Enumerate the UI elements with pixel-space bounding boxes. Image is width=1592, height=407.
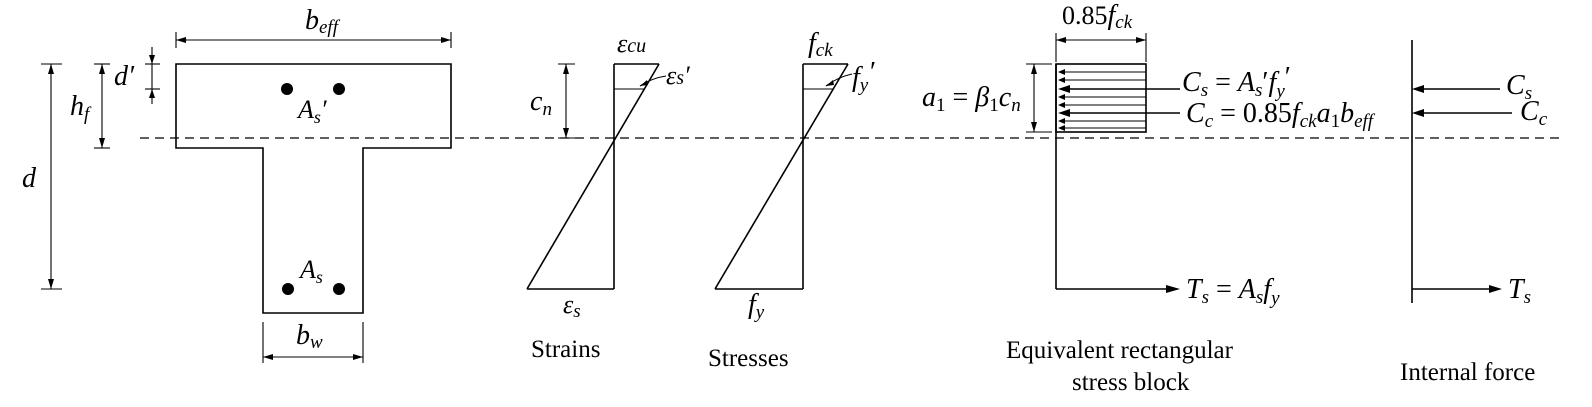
label-As-prime: As′ bbox=[296, 95, 327, 127]
label-fy: fy bbox=[748, 289, 765, 323]
caption-stresses: Stresses bbox=[708, 345, 789, 372]
strain-distribution bbox=[526, 63, 660, 290]
stress-distribution bbox=[714, 63, 849, 290]
label-eps-s-prime: εs′ bbox=[666, 61, 690, 90]
label-hf: hf bbox=[70, 91, 92, 125]
caption-stress-block-1: Equivalent rectangular bbox=[1006, 337, 1234, 364]
strain-diagram bbox=[526, 63, 667, 290]
label-d: d bbox=[22, 163, 37, 194]
label-As: As bbox=[298, 255, 323, 287]
label-bw: bw bbox=[296, 320, 323, 353]
label-eps-s: εs bbox=[563, 290, 581, 322]
label-Cs-eq: Cs = As′fy′ bbox=[1182, 62, 1291, 102]
label-Cc-eq: Cc = 0.85fcka1beff bbox=[1186, 98, 1376, 132]
cs-arrowhead bbox=[1058, 85, 1070, 93]
label-a1: a1 = β1cn bbox=[922, 82, 1021, 116]
tension-bar bbox=[333, 283, 345, 295]
t-section-outline bbox=[175, 63, 452, 314]
internal-cs-arrowhead bbox=[1412, 85, 1424, 93]
label-internal-Ts: Ts bbox=[1508, 274, 1531, 308]
bw-arrow bbox=[263, 354, 363, 360]
label-cn: cn bbox=[530, 86, 552, 120]
tension-bar bbox=[282, 283, 294, 295]
t-section bbox=[41, 32, 452, 363]
dprime-arrow bbox=[149, 55, 155, 98]
internal-ts-arrowhead bbox=[1489, 285, 1502, 293]
stress-diagram bbox=[714, 63, 853, 290]
hf-arrow bbox=[99, 64, 105, 148]
stress-block bbox=[1026, 33, 1180, 293]
compression-bar bbox=[333, 83, 345, 95]
caption-stress-block-2: stress block bbox=[1072, 369, 1190, 396]
caption-strains: Strains bbox=[531, 336, 600, 363]
fy-prime-arrow bbox=[826, 80, 834, 86]
label-dprime: d′ bbox=[114, 61, 135, 92]
label-fy-prime: fy′ bbox=[852, 57, 875, 96]
label-internal-Cc: Cc bbox=[1520, 96, 1548, 130]
ts-arrowhead bbox=[1166, 285, 1180, 293]
eps-s-prime-arrow bbox=[640, 80, 648, 86]
compression-bar bbox=[281, 83, 293, 95]
cc-arrowhead bbox=[1058, 109, 1070, 117]
stress-block-rect bbox=[1055, 63, 1147, 133]
label-eps-cu: εcu bbox=[617, 29, 646, 58]
stress-block-hatch-arrows bbox=[1058, 69, 1146, 131]
internal-force-diagram bbox=[1411, 40, 1512, 303]
label-Ts-eq: Ts = Asfy bbox=[1186, 274, 1280, 309]
fck-arrow bbox=[1056, 37, 1146, 43]
label-beff: beff bbox=[305, 5, 341, 38]
label-085fck: 0.85fck bbox=[1062, 0, 1133, 33]
label-internal-Cs: Cs bbox=[1506, 70, 1532, 104]
label-fck: fck bbox=[808, 28, 833, 61]
internal-cc-arrowhead bbox=[1412, 109, 1424, 117]
caption-internal-force: Internal force bbox=[1400, 359, 1535, 386]
